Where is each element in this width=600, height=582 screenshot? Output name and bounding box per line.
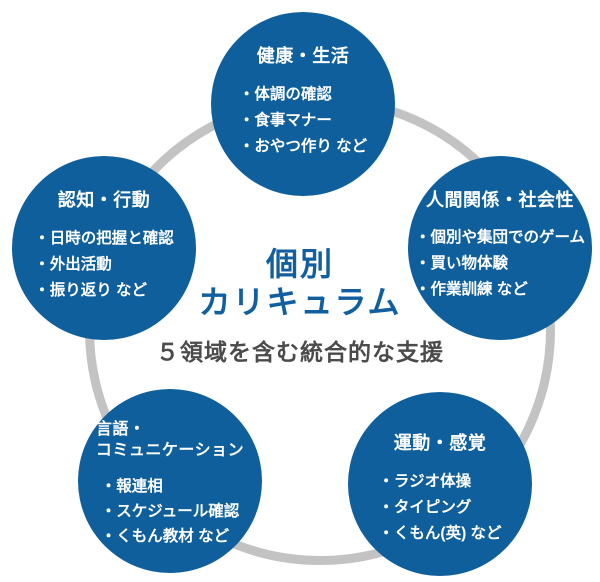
list-item: ・おやつ作り など xyxy=(238,138,368,155)
center-title: 個別 カリキュラム xyxy=(198,246,402,320)
circle-items: ・個別や集団でのゲーム ・買い物体験 ・作業訓練 など xyxy=(415,225,585,303)
circle-items: ・ラジオ体操 ・タイピング ・くもん(英) など xyxy=(378,469,501,547)
circle-items: ・体調の確認 ・食事マナー ・おやつ作り など xyxy=(239,82,367,160)
circle-language-communication: 言語・ コミュニケーション ・報連相 ・スケジュール確認 ・くもん教材 など xyxy=(78,389,262,573)
list-item: ・タイピング xyxy=(378,499,472,516)
list-item: ・買い物体験 xyxy=(414,255,508,272)
list-item: ・ラジオ体操 xyxy=(378,473,472,490)
list-item: ・食事マナー xyxy=(238,112,332,129)
list-item: ・外出活動 xyxy=(34,256,112,273)
list-item: ・くもん教材 など xyxy=(100,528,230,545)
circle-health-life: 健康・生活 ・体調の確認 ・食事マナー ・おやつ作り など xyxy=(211,12,395,196)
list-item: ・スケジュール確認 xyxy=(100,503,240,520)
circle-cognition-behavior: 認知・行動 ・日時の把握と確認 ・外出活動 ・振り返り など xyxy=(12,156,196,340)
list-item: ・くもん(英) など xyxy=(378,525,502,542)
circle-movement-sense: 運動・感覚 ・ラジオ体操 ・タイピング ・くもん(英) など xyxy=(348,392,532,576)
list-item: ・日時の把握と確認 xyxy=(34,230,174,247)
center-subtitle: ５領域を含む統合的な支援 xyxy=(156,339,444,365)
circle-title: 健康・生活 xyxy=(256,46,350,66)
circle-items: ・報連相 ・スケジュール確認 ・くもん教材 など xyxy=(101,474,239,549)
circle-title: 運動・感覚 xyxy=(393,433,487,453)
list-item: ・振り返り など xyxy=(34,282,148,299)
list-item: ・作業訓練 など xyxy=(414,281,528,298)
list-item: ・報連相 xyxy=(100,478,163,495)
circle-items: ・日時の把握と確認 ・外出活動 ・振り返り など xyxy=(34,226,174,304)
circle-relationships-sociality: 人間関係・社会性 ・個別や集団でのゲーム ・買い物体験 ・作業訓練 など xyxy=(408,156,592,340)
circle-title: 言語・ コミュニケーション xyxy=(95,421,245,459)
circle-title: 認知・行動 xyxy=(57,190,151,210)
list-item: ・体調の確認 xyxy=(238,86,332,103)
list-item: ・個別や集団でのゲーム xyxy=(414,229,586,246)
circle-title: 人間関係・社会性 xyxy=(426,190,574,210)
